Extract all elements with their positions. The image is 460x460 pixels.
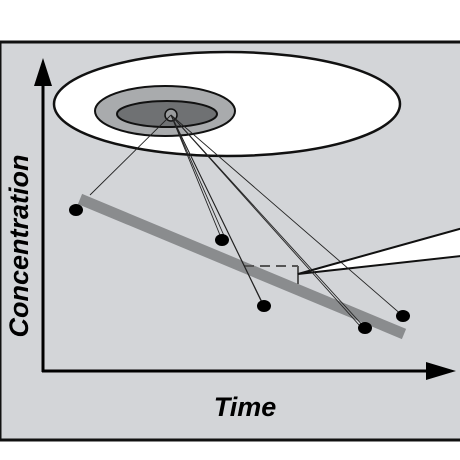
leader-line	[170, 114, 361, 327]
y-axis-arrow-icon	[34, 58, 52, 86]
sample-point	[396, 310, 410, 322]
leader-lines	[89, 114, 404, 329]
y-axis-label: Concentration	[4, 154, 34, 337]
sample-point	[215, 234, 229, 246]
sampling-probe	[297, 227, 460, 275]
sample-point	[69, 204, 83, 216]
x-axis-label: Time	[214, 392, 277, 422]
leader-line	[170, 114, 404, 317]
sample-point	[358, 322, 372, 334]
leader-line	[170, 114, 223, 241]
x-axis-arrow-icon	[426, 362, 456, 380]
leader-line	[89, 114, 172, 196]
leader-line	[170, 114, 226, 239]
sample-point	[257, 300, 271, 312]
leader-line	[170, 114, 263, 303]
